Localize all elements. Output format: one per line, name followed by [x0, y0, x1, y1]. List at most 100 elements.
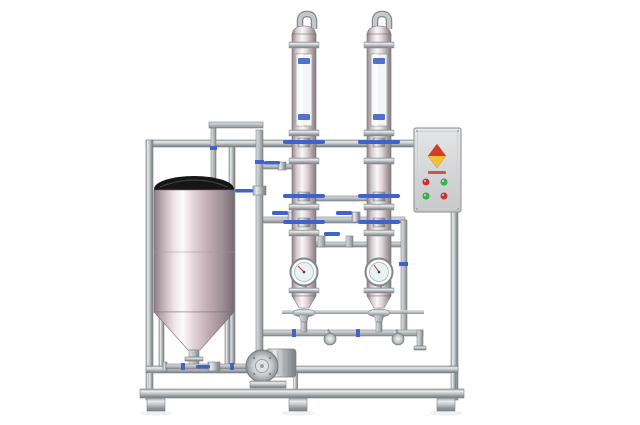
panel-enclosure: [413, 127, 462, 213]
clamp-ring-blue: [255, 160, 264, 164]
indicator-light-green: [422, 192, 430, 200]
tri-clamp-band: [288, 203, 320, 211]
manifold-valve-handle: [336, 211, 352, 215]
gauge-needle: [297, 265, 305, 273]
pump-base: [249, 380, 287, 389]
panel-screw: [416, 130, 418, 132]
tri-clamp-band: [363, 287, 395, 294]
column-top-cap: [366, 25, 392, 37]
clamp-handle-blue: [358, 140, 400, 144]
pump-bolt: [268, 372, 272, 376]
tri-clamp-band: [288, 157, 320, 165]
sight-glass-mark-top: [373, 58, 385, 64]
valve-actuator: [391, 332, 405, 346]
suction-valve-handle: [196, 365, 210, 369]
tri-clamp-band: [363, 129, 395, 137]
control-panel: [413, 127, 462, 213]
clamp-ring-blue: [210, 146, 217, 150]
brand-logo-top: [428, 144, 446, 156]
tri-clamp-band: [363, 157, 395, 165]
diaphragm-valve-body: [298, 314, 310, 323]
gauge-needle: [373, 264, 380, 273]
suction-line: [162, 361, 259, 372]
riser-valve-handle: [235, 189, 253, 193]
tri-clamp-band: [363, 229, 395, 237]
manifold-valve-body: [351, 211, 361, 223]
clamp-handle-blue: [283, 194, 325, 198]
tri-clamp-band: [363, 41, 395, 49]
drain-elbow: [416, 329, 424, 347]
column-drain-drop: [300, 321, 308, 333]
light-glint: [442, 180, 444, 182]
tank-outlet-stub: [188, 349, 200, 358]
tank-cone-bottom: [153, 311, 235, 351]
sight-glass-highlight: [374, 54, 378, 126]
frame-bottom-rail: [145, 365, 459, 374]
stub-valve-body: [277, 161, 287, 171]
feed-pump: [245, 348, 297, 389]
indicator-light-red: [440, 192, 448, 200]
brand-logo-text: [428, 171, 446, 174]
diaphragm-valve-body: [373, 314, 385, 323]
light-glint: [424, 180, 426, 182]
shadow: [140, 410, 172, 416]
tri-clamp-band: [288, 229, 320, 237]
process-piping: [208, 121, 427, 353]
panel-screw: [416, 208, 418, 210]
angle-seat-valve-2: [391, 329, 405, 346]
shadow: [430, 410, 462, 416]
tank-vent-riser-pipe: [210, 127, 217, 185]
gauge-pivot: [302, 270, 306, 274]
frame-stub-left: [148, 373, 153, 391]
indicator-light-red: [422, 178, 430, 186]
top-transfer-pipe: [208, 121, 264, 129]
manifold2-fitting: [345, 235, 354, 248]
frame-stub-mid: [293, 373, 298, 391]
angle-seat-valve-1: [323, 329, 337, 346]
sight-glass-mark-bottom: [373, 114, 385, 120]
foot-right: [436, 397, 456, 412]
pump-bolt: [268, 356, 272, 360]
vent-loop-pipe: [372, 11, 392, 34]
tank-shell: [153, 189, 235, 313]
right-return-pipe: [400, 219, 408, 333]
bottom-pipe-rear: [282, 310, 424, 314]
membrane-column-1: [283, 10, 325, 333]
light-glint: [442, 194, 444, 196]
pump-bolt: [252, 372, 256, 376]
gauge-pivot: [377, 270, 381, 274]
frame-base-beam: [139, 388, 465, 399]
clamp-handle-blue: [283, 220, 325, 224]
indicator-light-green: [440, 178, 448, 186]
column-bottom-cone: [291, 295, 317, 309]
panel-screw: [457, 208, 459, 210]
tank-dome-highlight: [159, 179, 229, 188]
conical-tank: [153, 176, 235, 368]
manifold2-valve-handle: [324, 232, 340, 236]
column-top-cap: [291, 25, 317, 37]
clamp-handle-blue: [358, 194, 400, 198]
frame-stub-right: [451, 373, 456, 391]
tri-clamp-band: [363, 203, 395, 211]
pump-bolt: [252, 356, 256, 360]
vent-loop-pipe: [297, 11, 317, 34]
manifold2-fitting: [317, 235, 326, 248]
column-drain-drop: [375, 321, 383, 333]
clamp-handle-blue: [358, 220, 400, 224]
foot-left: [146, 397, 166, 412]
sight-glass-mark-top: [298, 58, 310, 64]
panel-door-outline: [417, 131, 458, 209]
clamp-ring-blue: [399, 262, 408, 266]
tri-clamp-band: [288, 41, 320, 49]
panel-screw: [457, 130, 459, 132]
column-bottom-cone: [366, 295, 392, 309]
riser-valve-body: [252, 185, 267, 196]
clamp-ring-blue: [181, 363, 185, 370]
membrane-column-2: [358, 10, 400, 333]
stub-valve-handle: [264, 161, 280, 165]
valve-actuator: [323, 332, 337, 346]
sight-glass-highlight: [299, 54, 303, 126]
